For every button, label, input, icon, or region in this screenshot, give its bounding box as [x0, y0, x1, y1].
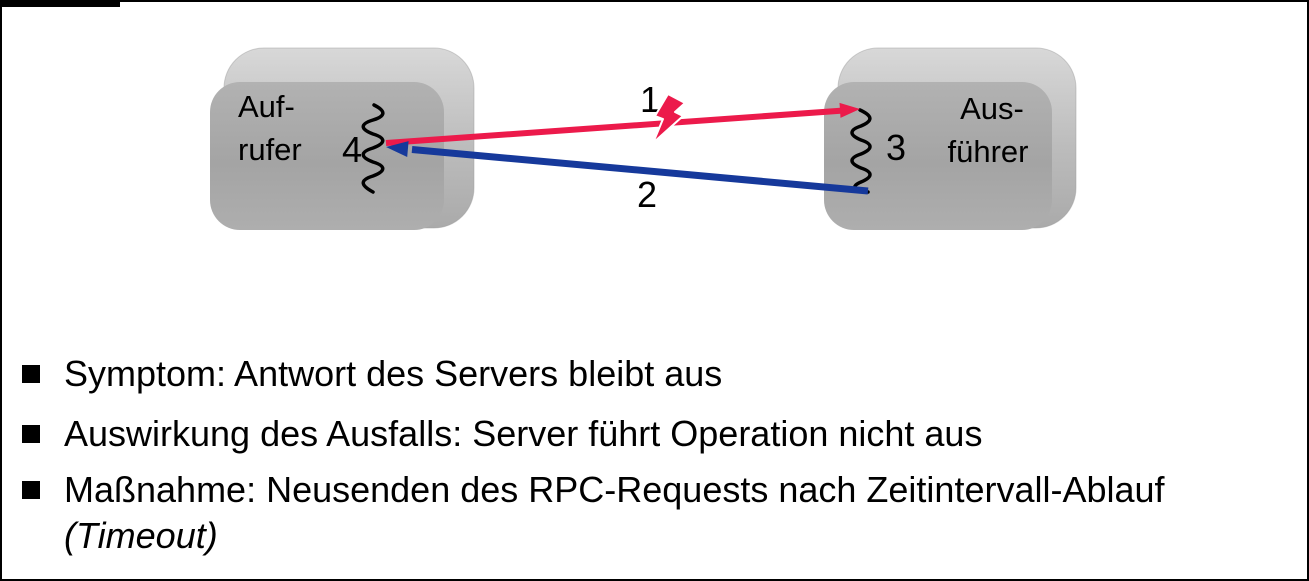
executor-label-line2: führer — [948, 134, 1029, 169]
bullet-item-symptom: Symptom: Antwort des Servers bleibt aus — [22, 351, 722, 397]
bullet-text-symptom: Symptom: Antwort des Servers bleibt aus — [64, 353, 723, 394]
bullet-massnahme-line2-timeout: (Timeout) — [64, 515, 218, 556]
reply-arrow-line — [411, 146, 869, 195]
rpc-failure-diagram: Auf- rufer 4 Aus- führer 3 1 2 — [210, 47, 1077, 230]
bullet-text-massnahme: Maßnahme: Neusenden des RPC-Requests nac… — [64, 467, 1165, 559]
bullet-square-icon — [22, 425, 40, 443]
top-left-black-bar — [2, 2, 120, 7]
caller-label-line2: rufer — [238, 132, 302, 167]
bullet-square-icon — [22, 481, 40, 499]
caller-box: Auf- rufer 4 — [210, 47, 475, 230]
caller-box-face — [210, 82, 444, 230]
wait-marker-number: 4 — [342, 129, 362, 170]
executor-exec-squiggle — [850, 108, 872, 194]
request-arrow-line — [385, 107, 845, 146]
bullet-text-auswirkung: Auswirkung des Ausfalls: Server führt Op… — [64, 413, 983, 454]
executor-box-face — [824, 82, 1052, 230]
caller-label-line1: Auf- — [238, 89, 295, 124]
bullet-item-massnahme: Maßnahme: Neusenden des RPC-Requests nac… — [22, 467, 1165, 559]
request-arrow: 1 — [385, 79, 860, 146]
caller-wait-squiggle — [361, 103, 385, 194]
reply-arrowhead — [386, 141, 409, 157]
reply-arrow: 2 — [386, 141, 869, 215]
exec-marker-number: 3 — [886, 127, 906, 168]
reply-arrow-number: 2 — [637, 174, 657, 215]
request-arrow-number: 1 — [640, 79, 660, 120]
bullet-massnahme-line1: Maßnahme: Neusenden des RPC-Requests nac… — [64, 469, 1165, 510]
bullet-item-auswirkung: Auswirkung des Ausfalls: Server führt Op… — [22, 411, 982, 457]
executor-box: Aus- führer 3 — [824, 47, 1077, 230]
lightning-bolt-icon — [652, 93, 686, 144]
request-arrowhead — [839, 102, 860, 118]
executor-label-line1: Aus- — [960, 91, 1024, 126]
bullet-square-icon — [22, 365, 40, 383]
